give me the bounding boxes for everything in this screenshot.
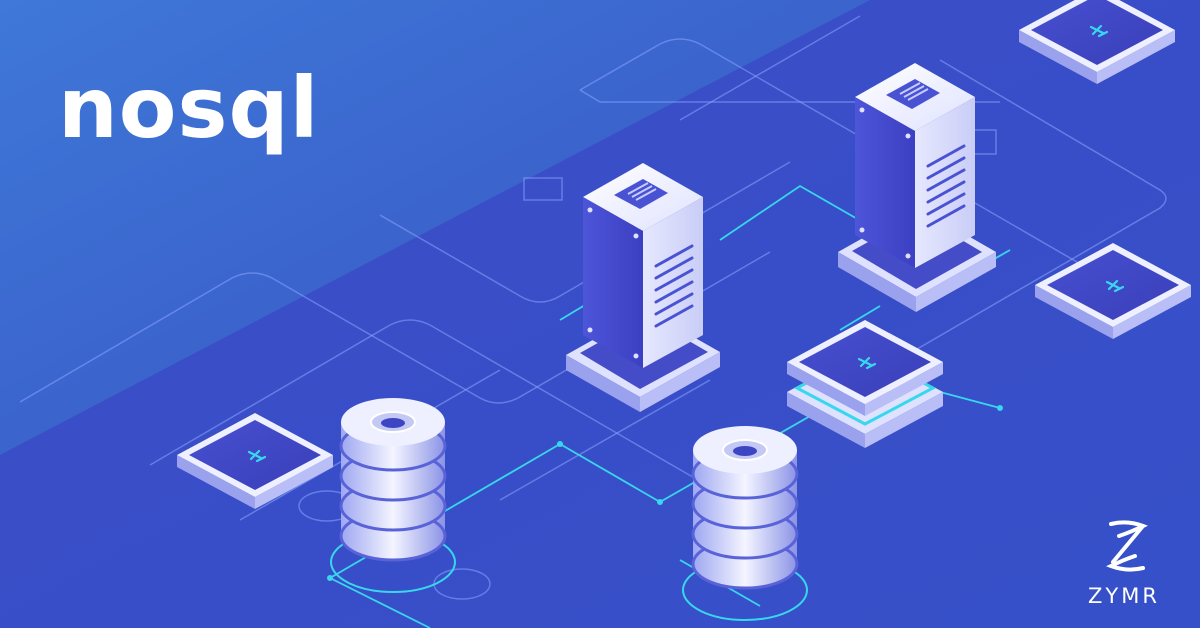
plus-chip-icon [1105, 279, 1125, 293]
page-title: nosql [58, 59, 320, 157]
chip-module-1 [177, 413, 333, 509]
server-tower-1 [566, 163, 720, 412]
zymr-logo: ZYMR [1074, 518, 1174, 614]
chip-module-4 [787, 320, 943, 448]
plus-chip-icon [857, 356, 877, 370]
plus-chip-icon [1089, 24, 1109, 38]
database-stack-2 [682, 426, 808, 621]
chip-module-2 [1019, 0, 1175, 84]
server-tower-2 [838, 63, 996, 312]
zymr-z-logo-icon [1106, 520, 1148, 572]
brand-name: ZYMR [1088, 584, 1160, 608]
chip-module-3 [1035, 243, 1191, 339]
plus-chip-icon [247, 449, 267, 463]
cyan-nodes [327, 405, 1003, 581]
database-stack-1 [330, 398, 456, 593]
